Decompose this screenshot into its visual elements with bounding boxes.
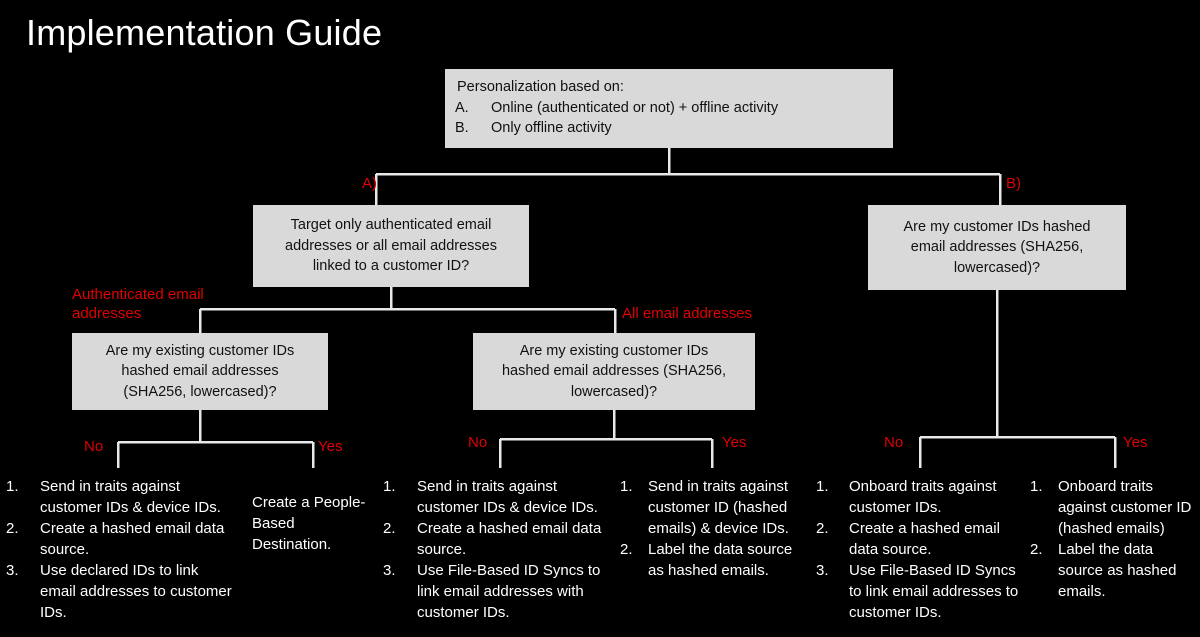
edge-label-yes-offline: Yes <box>1123 434 1148 451</box>
outcome-item-number: 2. <box>816 520 829 537</box>
node-a1-line-3: (SHA256, lowercased)? <box>123 383 277 400</box>
outcome-item-text: Create a People-Based Destination. <box>252 494 366 553</box>
edge-label-authenticated-email-addresses: Authenticated email addresses <box>72 286 204 322</box>
node-a1-line-2: hashed email addresses <box>121 363 279 380</box>
node-a2-line-1: Are my existing customer IDs <box>519 342 709 359</box>
outcome-list-all-no: 1. Send in traits against customer IDs & … <box>383 476 618 623</box>
outcome-list-auth-no: 1. Send in traits against customer IDs & … <box>6 476 236 623</box>
outcome-item: 2. Create a hashed email data source. <box>6 518 236 560</box>
outcome-item: 3. Use declared IDs to link email address… <box>6 560 236 623</box>
outcome-list-all-yes: 1. Send in traits against customer ID (ha… <box>620 476 810 581</box>
outcome-item-number: 1. <box>1030 478 1043 495</box>
outcome-item-text: Create a hashed email data source. <box>40 520 225 558</box>
outcome-item: 2. Label the data source as hashed emails… <box>1030 539 1200 602</box>
outcome-item-text: Label the data source as hashed emails. <box>648 541 793 579</box>
outcome-item-text: Onboard traits against customer IDs. <box>849 478 997 516</box>
outcome-item-text: Send in traits against customer IDs & de… <box>417 478 598 516</box>
option-b-text: Only offline activity <box>491 120 612 136</box>
outcome-item-number: 3. <box>6 562 19 579</box>
outcome-item-text: Onboard traits against customer ID (hash… <box>1058 478 1192 537</box>
outcome-item-number: 3. <box>816 562 829 579</box>
node-a1-line-1: Are my existing customer IDs <box>105 342 295 359</box>
node-existing-customer-ids-hashed-all[interactable]: Are my existing customer IDs hashed emai… <box>473 333 755 410</box>
outcome-item-text: Use File-Based ID Syncs to link email ad… <box>417 562 601 621</box>
node-b-line-3: lowercased)? <box>953 259 1041 276</box>
outcome-item-text: Use declared IDs to link email addresses… <box>40 562 232 621</box>
option-a-marker: A. <box>455 99 469 116</box>
outcome-item-text: Create a hashed email data source. <box>849 520 1000 558</box>
node-b-line-2: email addresses (SHA256, <box>910 239 1084 256</box>
outcome-item-number: 1. <box>816 478 829 495</box>
outcome-item-number: 3. <box>383 562 396 579</box>
edge-label-b: B) <box>1006 175 1021 192</box>
edge-label-yes-auth: Yes <box>318 438 343 455</box>
outcome-item: 1. Onboard traits against customer ID (ha… <box>1030 476 1200 539</box>
node-customer-ids-hashed-emails[interactable]: Are my customer IDs hashed email address… <box>868 205 1126 290</box>
outcome-item-text: Use File-Based ID Syncs to link email ad… <box>849 562 1019 621</box>
option-b-marker: B. <box>455 120 469 136</box>
node-personalization-based-on[interactable]: Personalization based on: A. Online (aut… <box>445 69 893 148</box>
edge-label-no-offline: No <box>884 434 904 451</box>
node-a-line-1: Target only authenticated email <box>290 217 492 234</box>
outcome-item: 1. Onboard traits against customer IDs. <box>816 476 1031 518</box>
outcome-item: 2. Create a hashed email data source. <box>816 518 1031 560</box>
outcome-item: 3. Use File-Based ID Syncs to link email … <box>383 560 618 623</box>
outcome-list-offline-no: 1.Onboard traits against customer IDs.2.… <box>816 476 1031 623</box>
node-a2-line-3: lowercased)? <box>570 383 658 400</box>
edge-label-all-email-addresses: All email addresses <box>622 305 753 322</box>
edge-label-yes-all: Yes <box>722 434 747 451</box>
outcome-item-number: 1. <box>620 478 633 495</box>
outcome-item-number: 2. <box>1030 541 1043 558</box>
outcome-item-number: 2. <box>620 541 633 558</box>
option-a-text: Online (authenticated or not) + offline … <box>491 99 779 116</box>
node-root-option-b: B. Only offline activity <box>455 118 893 139</box>
node-existing-customer-ids-hashed-auth[interactable]: Are my existing customer IDs hashed emai… <box>72 333 328 410</box>
outcome-item: 3. Use File-Based ID Syncs to link email … <box>816 560 1031 623</box>
outcome-item-number: 2. <box>383 520 396 537</box>
node-b-line-1: Are my customer IDs hashed <box>903 218 1091 235</box>
outcome-item-text: Label the data source as hashed emails. <box>1058 541 1177 600</box>
node-a-line-3: linked to a customer ID? <box>312 258 470 275</box>
outcome-list-auth-yes: Create a People-Based Destination. <box>252 492 372 555</box>
node-root-heading: Personalization based on: <box>457 79 624 95</box>
edge-label-no-auth: No <box>84 438 104 455</box>
outcome-item: 2. Label the data source as hashed emails… <box>620 539 810 581</box>
edge-label-no-all: No <box>468 434 488 451</box>
node-target-authenticated-or-all-emails[interactable]: Target only authenticated email addresse… <box>253 205 529 287</box>
node-a-line-2: addresses or all email addresses <box>285 237 497 254</box>
edge-label-a: A) <box>362 175 377 192</box>
outcome-item: 1. Send in traits against customer IDs & … <box>6 476 236 518</box>
outcome-item-text: Send in traits against customer IDs & de… <box>40 478 221 516</box>
outcome-item-number: 1. <box>383 478 396 495</box>
page-title: Implementation Guide <box>26 12 383 53</box>
outcome-item-text: Send in traits against customer ID (hash… <box>648 478 789 537</box>
outcome-item: 1. Send in traits against customer IDs & … <box>383 476 618 518</box>
node-root-option-a: A. Online (authenticated or not) + offli… <box>455 98 893 119</box>
outcome-item-text: Create a hashed email data source. <box>417 520 602 558</box>
outcome-item-number: 1. <box>6 478 19 495</box>
outcome-item: 1. Send in traits against customer ID (ha… <box>620 476 810 539</box>
outcome-item-number: 2. <box>6 520 19 537</box>
outcome-item: 2. Create a hashed email data source. <box>383 518 618 560</box>
outcome-list-offline-yes: 1. Onboard traits against customer ID (ha… <box>1030 476 1200 602</box>
node-a2-line-2: hashed email addresses (SHA256, <box>501 363 727 380</box>
outcome-item: Create a People-Based Destination. <box>252 492 372 555</box>
